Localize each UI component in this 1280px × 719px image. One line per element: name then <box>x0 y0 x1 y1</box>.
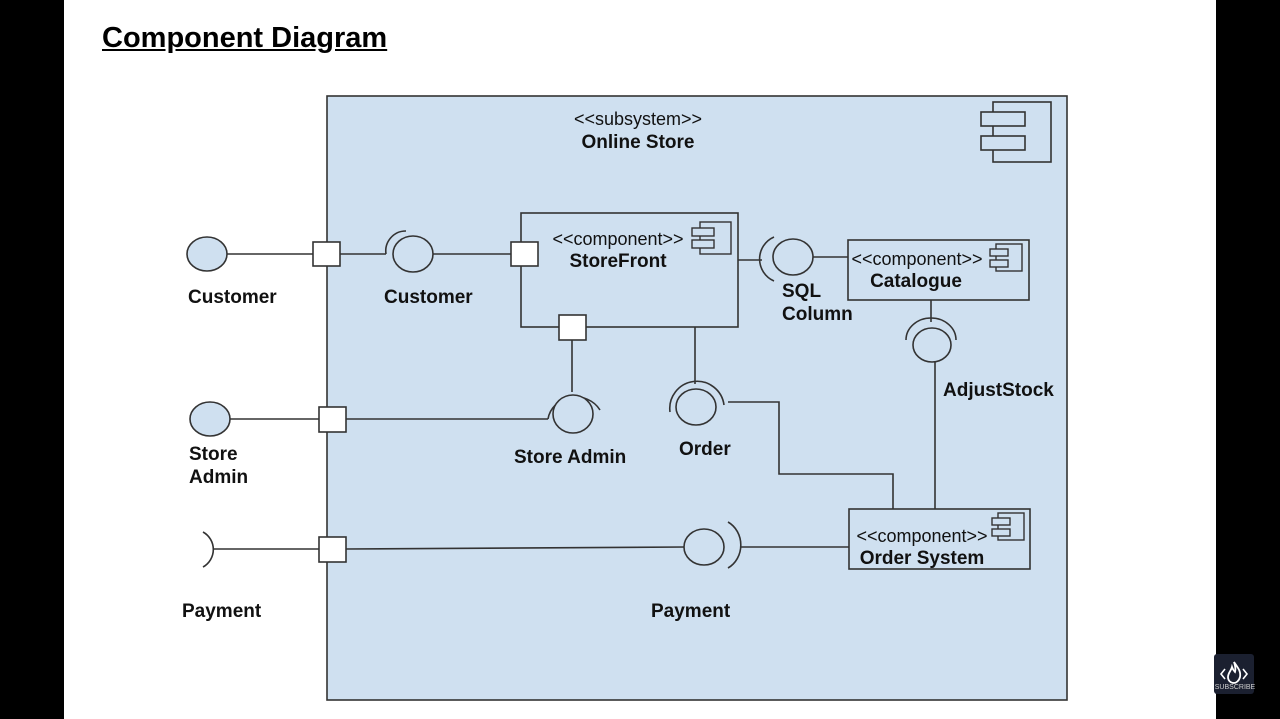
order-ordersystem-connector <box>728 401 894 509</box>
customer-port <box>312 241 341 267</box>
payment-port <box>318 536 347 563</box>
subsystem-stereotype: <<subsystem>> <box>574 109 702 129</box>
flame-icon <box>1219 661 1249 684</box>
storefront-stereotype: <<component>> <box>552 229 683 249</box>
storefront-component-icon <box>691 221 732 255</box>
sql-label-line2: Column <box>782 304 853 325</box>
store-admin-ball <box>552 394 594 434</box>
order-label: Order <box>679 439 731 460</box>
store-admin-outer-label-2: Admin <box>189 467 248 488</box>
component-icon <box>980 101 1052 163</box>
adjuststock-ball <box>912 327 952 363</box>
catalogue-stereotype: <<component>> <box>851 249 982 269</box>
adjuststock-socket <box>905 317 957 341</box>
order-ball <box>675 388 717 426</box>
payment-outer-socket <box>202 531 215 568</box>
customer-outer-label: Customer <box>188 287 277 308</box>
subsystem-name: Online Store <box>582 132 695 153</box>
store-admin-port <box>318 406 347 433</box>
payment-inner-connector <box>345 546 687 550</box>
sql-required-socket <box>758 236 775 282</box>
order-system-component-icon <box>991 512 1025 541</box>
sql-label-line1: SQL <box>782 281 821 302</box>
order-socket <box>668 380 725 413</box>
page-title: Component Diagram <box>102 22 388 54</box>
customer-required-socket <box>384 230 407 255</box>
adjuststock-label: AdjustStock <box>943 380 1054 401</box>
channel-logo[interactable] <box>1214 654 1254 694</box>
catalogue-component-icon <box>989 243 1023 272</box>
payment-outer-label: Payment <box>182 601 262 622</box>
store-admin-inner-label: Store Admin <box>514 447 626 468</box>
store-admin-interface-ball <box>189 401 231 437</box>
catalogue-name: Catalogue <box>870 271 962 292</box>
payment-socket <box>727 521 742 569</box>
payment-inner-label: Payment <box>651 601 731 622</box>
order-system-name: Order System <box>860 548 985 569</box>
storefront-customer-port <box>510 241 539 267</box>
payment-ball <box>683 528 725 566</box>
customer-provided-ball <box>392 235 434 273</box>
customer-interface-ball <box>186 236 228 272</box>
subscribe-label[interactable]: SUBSCRIBE <box>1214 684 1256 691</box>
store-admin-outer-label-1: Store <box>189 444 238 465</box>
sql-provided-ball <box>772 238 814 276</box>
customer-inner-label: Customer <box>384 287 473 308</box>
storefront-admin-port <box>558 314 587 341</box>
order-system-stereotype: <<component>> <box>856 526 987 546</box>
storefront-name: StoreFront <box>569 251 667 272</box>
